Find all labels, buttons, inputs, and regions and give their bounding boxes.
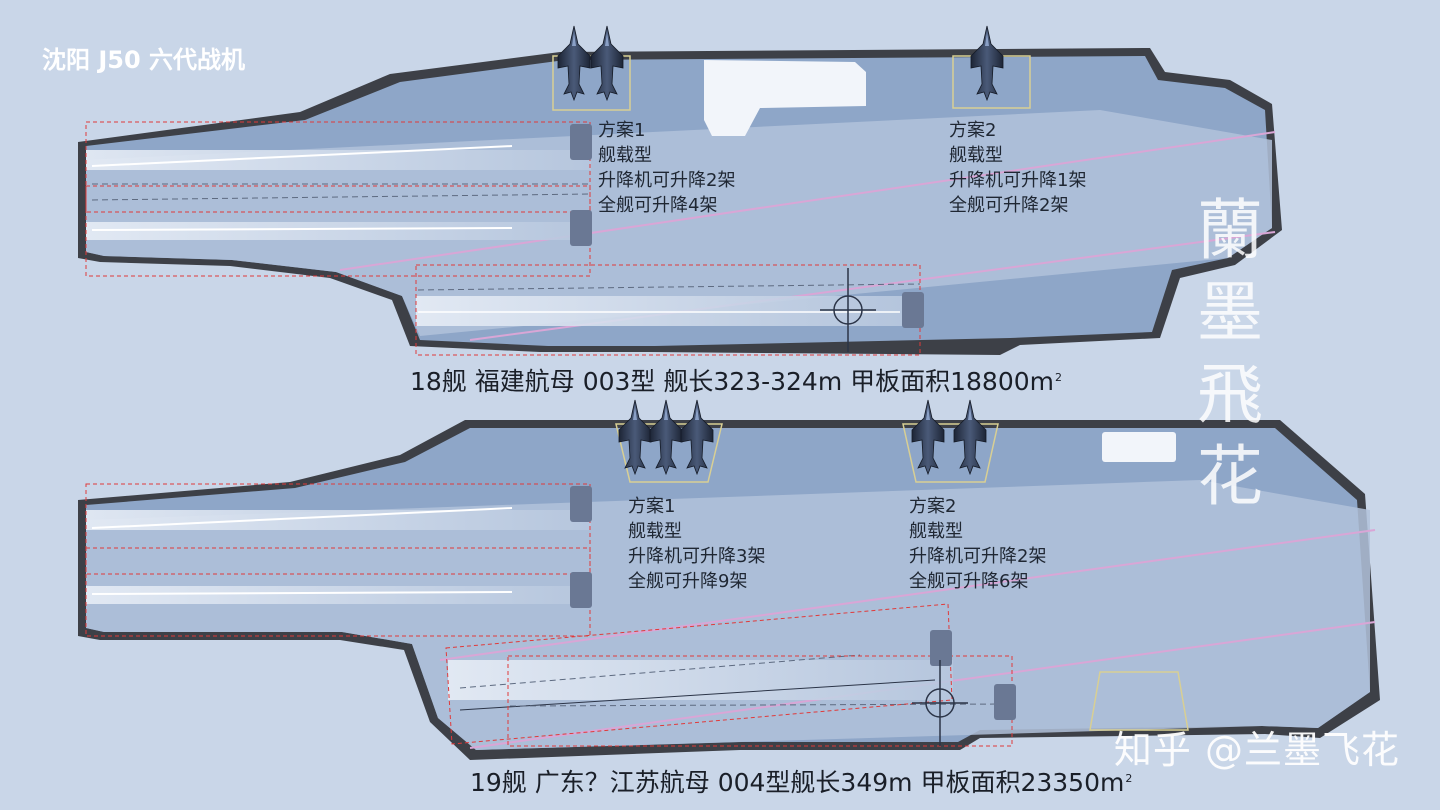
island-bottom [1102, 432, 1176, 462]
seal-char-2: 墨 [1197, 274, 1263, 351]
plan-top-2-elevator: 升降机可升降1架 [949, 170, 1087, 191]
caption-type004-sup: 2 [1125, 771, 1133, 785]
plan-bottom-1-elevator: 升降机可升降3架 [628, 546, 766, 567]
caption-fujian: 18舰 福建航母 003型 舰长323-324m 甲板面积18800m2 [410, 362, 1062, 398]
seal-char-3: 飛 [1197, 356, 1263, 433]
ship-fujian [78, 25, 1282, 356]
plan-top-1-elevator: 升降机可升降2架 [598, 170, 736, 191]
elevator-bottom-3 [1089, 671, 1189, 731]
plan-bottom-2: 方案2 舰载型 升降机可升降2架 全舰可升降6架 [909, 494, 1046, 594]
author-seal: 蘭 墨 飛 花 [1190, 190, 1270, 518]
plan-top-1: 方案1 舰载型 升降机可升降2架 全舰可升降4架 [598, 118, 735, 218]
plan-bottom-1-name: 方案1 [628, 496, 676, 517]
plan-top-2-name: 方案2 [949, 120, 997, 141]
plan-bottom-1-type: 舰载型 [628, 521, 682, 542]
seal-char-1: 蘭 [1197, 192, 1263, 269]
plan-top-2: 方案2 舰载型 升降机可升降1架 全舰可升降2架 [949, 118, 1086, 218]
awacs-top [820, 268, 876, 352]
plan-bottom-2-name: 方案2 [909, 496, 957, 517]
plan-top-2-type: 舰载型 [949, 145, 1003, 166]
plan-bottom-2-total: 全舰可升降6架 [909, 571, 1029, 592]
zhihu-watermark: 知乎 @兰墨飞花 [1113, 728, 1400, 772]
diagram-title: 沈阳 J50 六代战机 [42, 46, 246, 74]
plan-top-1-total: 全舰可升降4架 [598, 195, 718, 216]
plan-bottom-2-type: 舰载型 [909, 521, 963, 542]
plan-top-1-type: 舰载型 [598, 145, 652, 166]
caption-fujian-text: 18舰 福建航母 003型 舰长323-324m 甲板面积18800m [410, 367, 1055, 396]
plan-bottom-2-elevator: 升降机可升降2架 [909, 546, 1047, 567]
angled-deck-band-bottom [86, 480, 1370, 750]
plan-bottom-1-total: 全舰可升降9架 [628, 571, 748, 592]
awacs-bottom [912, 660, 968, 746]
seal-char-4: 花 [1197, 438, 1263, 515]
plan-top-2-total: 全舰可升降2架 [949, 195, 1069, 216]
elevator-top-2 [952, 55, 1031, 109]
island-top [704, 60, 866, 136]
caption-type004-text: 19舰 广东？江苏航母 004型舰长349m 甲板面积23350m [470, 768, 1125, 797]
plan-top-1-name: 方案1 [598, 120, 646, 141]
plan-bottom-1: 方案1 舰载型 升降机可升降3架 全舰可升降9架 [628, 494, 765, 594]
caption-type004: 19舰 广东？江苏航母 004型舰长349m 甲板面积23350m2 [470, 763, 1132, 799]
caption-fujian-sup: 2 [1055, 370, 1063, 384]
ship-type004 [78, 399, 1380, 760]
